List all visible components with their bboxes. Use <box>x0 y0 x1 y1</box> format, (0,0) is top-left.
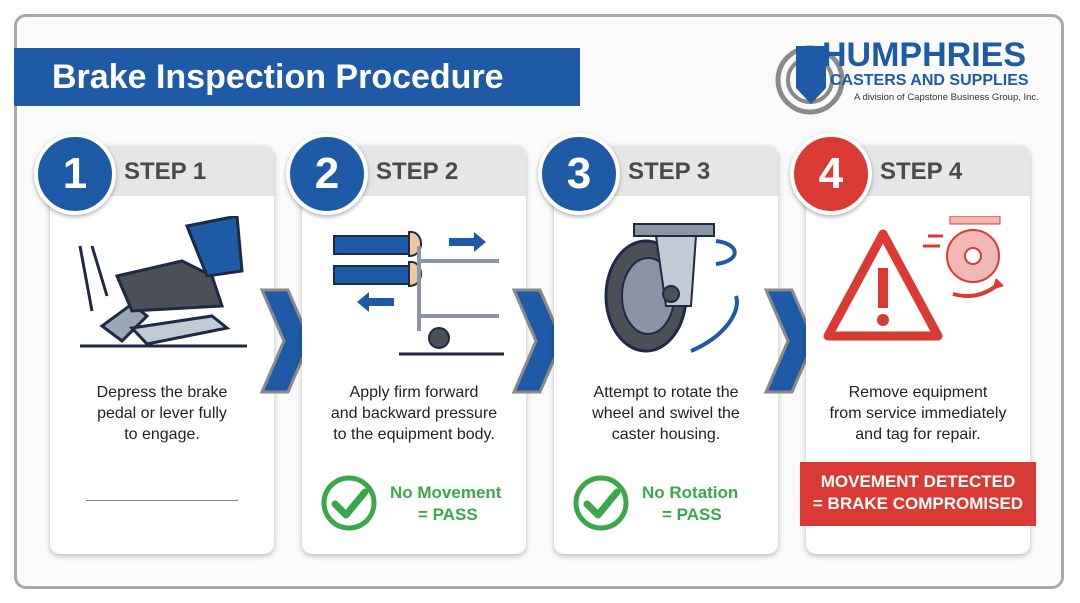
step-number-3: 3 <box>538 133 620 215</box>
logo-sub-text: CASTERS AND SUPPLIES <box>830 72 1029 89</box>
result-line: No Rotation <box>642 483 739 502</box>
step-description: Attempt to rotate the wheel and swivel t… <box>566 382 766 445</box>
pass-text: No Movement = PASS <box>390 482 501 526</box>
step-description: Depress the brake pedal or lever fully t… <box>62 382 262 445</box>
description-line: caster housing. <box>611 426 721 443</box>
pass-result: No Rotation = PASS <box>572 474 772 531</box>
description-line: Apply firm forward <box>349 384 479 401</box>
pass-text: No Rotation = PASS <box>642 482 738 526</box>
description-line: Depress the brake <box>96 384 228 401</box>
check-circle-icon <box>573 475 629 531</box>
logo-main-text: HUMPHRIES <box>822 36 1027 74</box>
pass-result: No Movement = PASS <box>320 474 520 531</box>
push-cart-icon <box>333 230 504 356</box>
chevron-right-icon <box>763 288 816 394</box>
step-description: Apply firm forward and backward pressure… <box>314 382 514 445</box>
chevron-right-icon <box>511 288 564 394</box>
result-line: = PASS <box>418 505 478 524</box>
step-label: STEP 3 <box>628 158 711 185</box>
logo-division-text: A division of Capstone Business Group, I… <box>854 92 1039 103</box>
result-line: No Movement <box>390 483 502 502</box>
result-line: = PASS <box>662 505 722 524</box>
description-line: and tag for repair. <box>855 426 981 443</box>
description-line: to engage. <box>124 426 200 443</box>
description-line: to the equipment body. <box>333 426 495 443</box>
brake-pedal-icon <box>78 216 247 348</box>
check-circle-icon <box>321 475 377 531</box>
step-label: STEP 2 <box>376 158 459 185</box>
page-title: Brake Inspection Procedure <box>14 48 580 106</box>
caster-wheel-icon <box>604 223 739 353</box>
description-line: and backward pressure <box>330 405 498 422</box>
step-label: STEP 1 <box>124 158 207 185</box>
alert-line: = BRAKE COMPROMISED <box>812 494 1024 513</box>
logo-emblem-icon <box>775 45 845 115</box>
description-line: Remove equipment <box>848 384 988 401</box>
company-logo: HUMPHRIES CASTERS AND SUPPLIES A divisio… <box>770 36 1070 126</box>
warning-triangle-icon <box>823 216 1004 341</box>
description-line: from service immediately <box>829 405 1007 422</box>
chevron-right-icon <box>259 288 312 394</box>
step-number-2: 2 <box>286 133 368 215</box>
blank-result-line <box>86 500 238 501</box>
alert-line: MOVEMENT DETECTED <box>820 472 1016 491</box>
description-line: pedal or lever fully <box>97 405 227 422</box>
fail-alert-banner: MOVEMENT DETECTED = BRAKE COMPROMISED <box>800 462 1036 526</box>
description-line: wheel and swivel the <box>592 405 740 422</box>
step-description: Remove equipment from service immediatel… <box>818 382 1018 445</box>
step-number-4: 4 <box>790 133 872 215</box>
step-label: STEP 4 <box>880 158 963 185</box>
description-line: Attempt to rotate the <box>593 384 739 401</box>
step-number-1: 1 <box>34 133 116 215</box>
